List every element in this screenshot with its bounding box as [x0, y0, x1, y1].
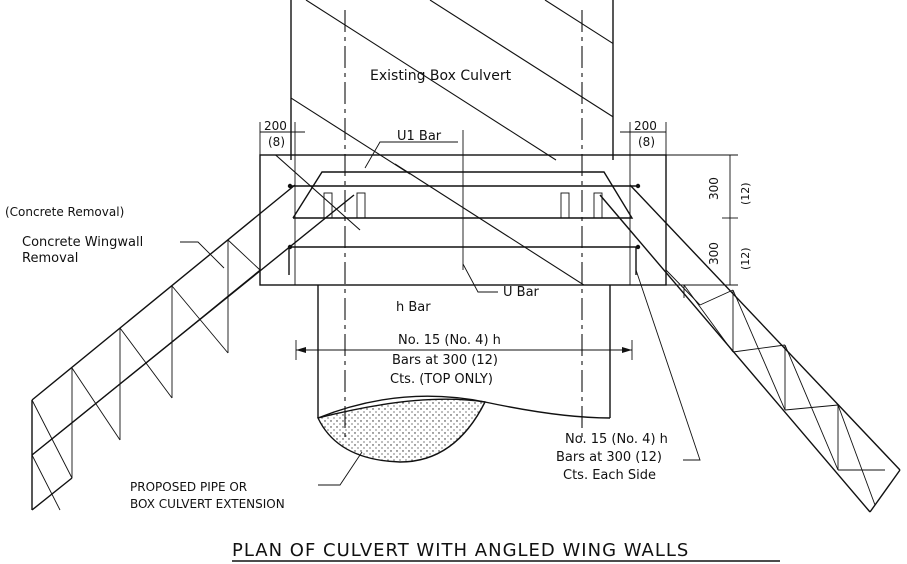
top-bars-line1: No. 15 (No. 4) h [398, 333, 501, 348]
existing-box-culvert-label: Existing Box Culvert [370, 68, 512, 84]
existing-box-culvert [290, 0, 614, 175]
dim-left-200: 200 [264, 119, 287, 133]
proposed-line1: PROPOSED PIPE OR [130, 480, 247, 494]
right-wing-wall [599, 184, 901, 513]
dim-side-300-a: 300 [707, 177, 721, 200]
top-bars-line3: Cts. (TOP ONLY) [390, 372, 493, 387]
u-bar-label: U Bar [503, 285, 540, 300]
leader-lines [180, 141, 701, 486]
u1-bar-label: U1 Bar [397, 129, 442, 144]
drawing-title: PLAN OF CULVERT WITH ANGLED WING WALLS [232, 540, 689, 561]
side-bars-line2: Bars at 300 (12) [556, 450, 662, 465]
side-bars-line3: Cts. Each Side [563, 468, 656, 483]
collar-slab [259, 154, 667, 286]
text-labels: Existing Box Culvert U1 Bar 200 (8) 200 … [5, 68, 780, 562]
concrete-removal-label: (Concrete Removal) [5, 205, 124, 219]
h-bar-label: h Bar [396, 300, 431, 315]
side-bars-line1: No. 15 (No. 4) h [565, 432, 668, 447]
left-wing-wall [31, 184, 355, 511]
proposed-pipe-extension [317, 395, 611, 463]
dim-right-200: 200 [634, 119, 657, 133]
dim-left-8: (8) [268, 135, 285, 149]
wingwall-removal-line1: Concrete Wingwall [22, 235, 143, 250]
culvert-lower-walls [317, 285, 611, 418]
dim-right-8: (8) [638, 135, 655, 149]
proposed-line2: BOX CULVERT EXTENSION [130, 497, 285, 511]
dim-side-12-a: (12) [739, 182, 752, 205]
top-bars-line2: Bars at 300 (12) [392, 353, 498, 368]
dimensions [259, 122, 738, 360]
dim-side-300-b: 300 [707, 242, 721, 265]
dim-side-12-b: (12) [739, 247, 752, 270]
culvert-hatching [291, 0, 613, 175]
wingwall-removal-line2: Removal [22, 251, 78, 266]
